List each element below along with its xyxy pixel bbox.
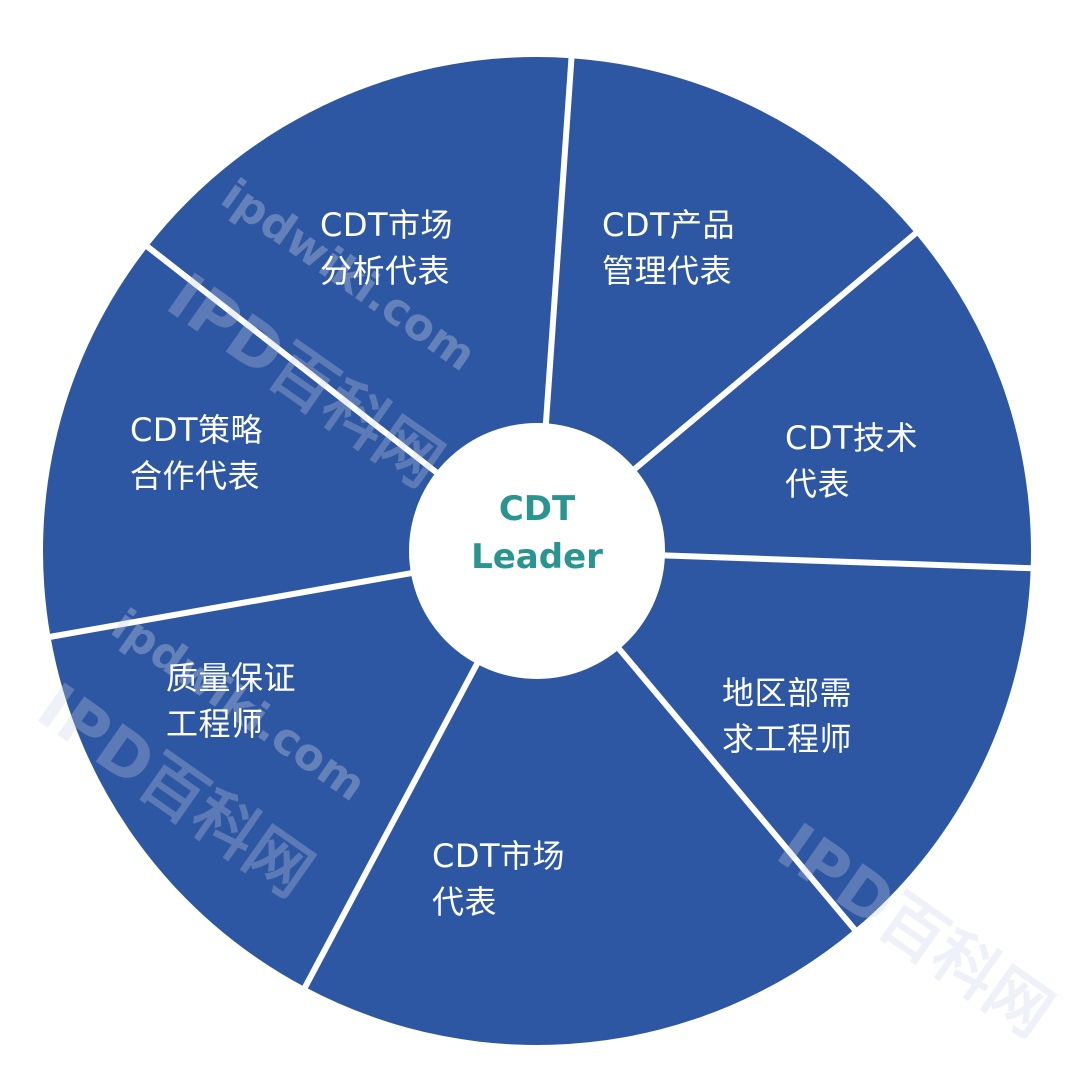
segment-regional-requirements [537, 551, 1031, 930]
center-label-line-2: Leader [471, 537, 603, 577]
segment-label-line: CDT产品 [602, 206, 736, 244]
segment-label-product-management: CDT产品 管理代表 [602, 202, 735, 294]
segment-label-line: CDT策略 [130, 411, 264, 449]
segment-label-line: CDT技术 [785, 419, 919, 457]
segment-label-line: 管理代表 [602, 252, 733, 290]
segment-label-line: 代表 [432, 883, 498, 921]
segment-label-line: CDT市场 [320, 206, 454, 244]
segment-market [305, 551, 855, 1045]
segment-label-technology: CDT技术 代表 [785, 415, 918, 507]
center-label-line-1: CDT [498, 489, 576, 529]
segment-label-quality-assurance: 质量保证 工程师 [166, 655, 296, 747]
segment-label-line: 工程师 [166, 705, 264, 743]
segment-label-line: 合作代表 [130, 457, 261, 495]
segment-label-line: 分析代表 [320, 252, 451, 290]
segment-label-line: CDT市场 [432, 837, 566, 875]
segment-label-regional-requirements: 地区部需 求工程师 [722, 670, 852, 762]
segment-quality-assurance [50, 551, 537, 988]
segment-label-market: CDT市场 代表 [432, 833, 565, 925]
segment-product-management [537, 58, 916, 551]
segment-label-line: 代表 [785, 465, 851, 503]
center-circle [409, 423, 665, 679]
segment-label-line: 求工程师 [722, 720, 853, 758]
segment-label-line: 地区部需 [722, 674, 853, 712]
segment-technology [537, 233, 1031, 569]
segment-market-analysis [147, 57, 572, 552]
segment-label-line: 质量保证 [166, 659, 297, 697]
center-label: CDT Leader [410, 485, 664, 581]
segment-label-strategic-partnership: CDT策略 合作代表 [130, 407, 263, 499]
segment-label-market-analysis: CDT市场 分析代表 [320, 202, 453, 294]
